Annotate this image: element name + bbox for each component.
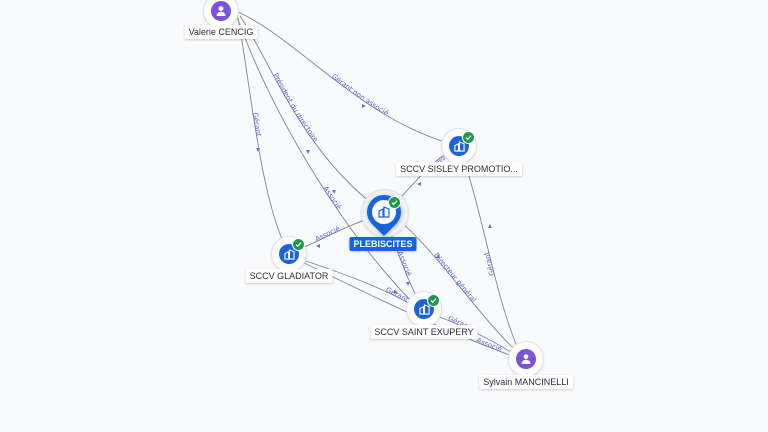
verified-badge — [388, 196, 401, 209]
edge-label: Associé — [314, 225, 341, 244]
edge-label: Associé — [321, 185, 342, 211]
edges — [235, 11, 523, 359]
arrow-icon — [362, 104, 366, 108]
edge-label: Président du directoire — [271, 72, 319, 144]
node-label: SCCV SAINT EXUPERY — [370, 325, 478, 339]
arrow-icon — [436, 254, 440, 258]
building-icon — [283, 248, 295, 260]
arrow-icon — [394, 290, 398, 294]
building-icon — [453, 140, 465, 152]
node-label: Valerie CENCIG — [184, 25, 258, 39]
edge-label: Gérant — [385, 286, 410, 304]
person-avatar — [516, 349, 536, 369]
arrow-icon — [306, 150, 310, 154]
check-icon — [295, 242, 302, 248]
check-icon — [430, 298, 437, 304]
person-icon — [216, 6, 226, 16]
verified-badge — [427, 294, 440, 307]
arrow-icon — [332, 190, 336, 194]
node-label: Sylvain MANCINELLI — [479, 375, 573, 389]
check-icon — [391, 200, 398, 206]
node-label: SCCV GLADIATOR — [245, 269, 333, 283]
arrow-icon — [316, 244, 320, 248]
verified-badge — [462, 131, 475, 144]
building-icon — [378, 206, 390, 218]
person-icon — [521, 354, 531, 364]
edge-valerie-sisley[interactable] — [237, 11, 459, 147]
edge-label: Gérant — [251, 112, 263, 137]
edge-valerie-gladiator[interactable] — [237, 17, 289, 253]
node-label: SCCV SISLEY PROMOTIO... — [396, 162, 522, 176]
person-avatar — [211, 1, 231, 21]
verified-badge — [292, 238, 305, 251]
arrow-icon — [256, 148, 260, 152]
edge-valerie-saint-exupery[interactable] — [235, 13, 419, 309]
arrow-icon — [406, 282, 410, 286]
node-label: PLEBISCITES — [349, 237, 417, 251]
arrow-icon — [417, 182, 421, 186]
edge-label: Associé — [396, 250, 413, 277]
edge-label: Associé — [475, 336, 503, 353]
check-icon — [465, 135, 472, 141]
edge-valerie-plebiscites[interactable] — [239, 15, 381, 211]
building-icon — [418, 303, 430, 315]
edge-label: Gérant — [483, 251, 497, 277]
arrow-icon — [488, 224, 492, 228]
edge-label: Gérant non associé — [330, 72, 390, 117]
